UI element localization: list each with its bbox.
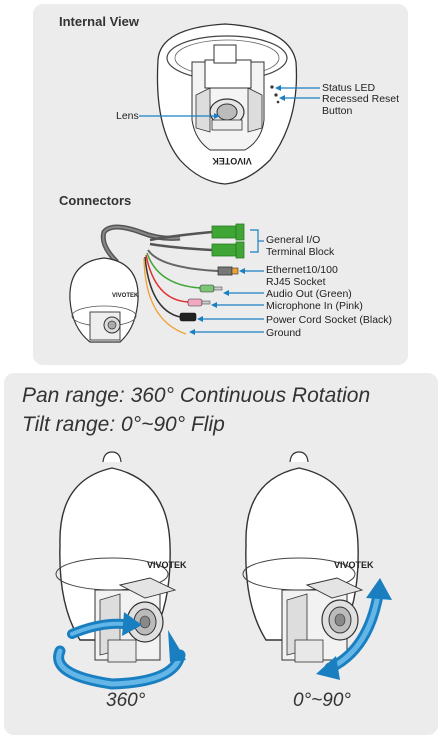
tilt-dome-logo: VIVOTEK — [334, 560, 374, 570]
tilt-camera: VIVOTEK — [243, 452, 374, 662]
pan-dome-logo: VIVOTEK — [147, 560, 187, 570]
tilt-arrow-head-1 — [366, 578, 392, 600]
pan-degree-label: 360° — [106, 690, 145, 712]
pan-arrow-head-2 — [168, 630, 186, 662]
tilt-degree-label: 0°~90° — [293, 690, 351, 712]
